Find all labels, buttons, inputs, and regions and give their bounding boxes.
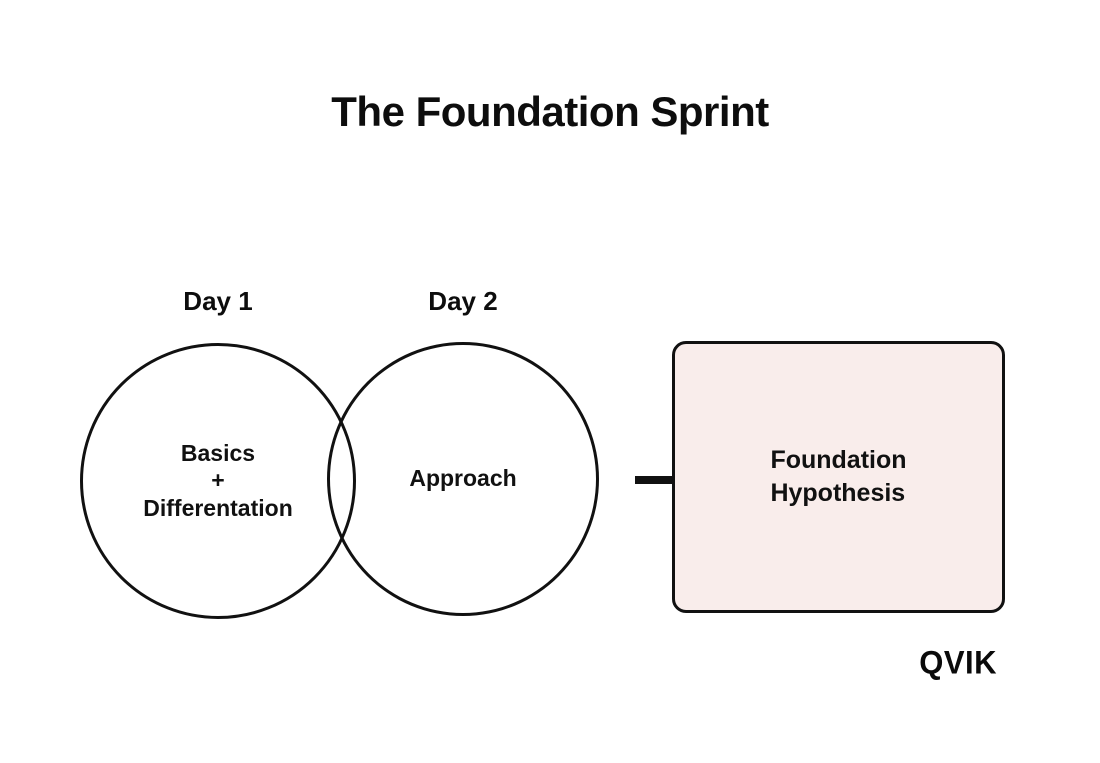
day2-circle-text: Approach — [409, 465, 517, 492]
day2-circle: Approach — [327, 342, 599, 616]
day1-circle: Basics + Differentation — [80, 343, 356, 619]
foundation-hypothesis-box: Foundation Hypothesis — [672, 341, 1005, 613]
day1-circle-text: Basics + Differentation — [143, 440, 293, 523]
day1-label: Day 1 — [183, 286, 253, 316]
day1-line-differentation: Differentation — [143, 494, 293, 521]
day1-line-plus: + — [211, 467, 225, 494]
page-title: The Foundation Sprint — [331, 88, 769, 135]
day2-label: Day 2 — [428, 286, 498, 316]
box-line-hypothesis: Hypothesis — [770, 479, 906, 507]
box-line-foundation: Foundation — [770, 446, 907, 474]
qvik-logo: QVIK — [919, 644, 997, 681]
foundation-hypothesis-text: Foundation Hypothesis — [770, 444, 906, 510]
day1-line-basics: Basics — [180, 439, 256, 466]
